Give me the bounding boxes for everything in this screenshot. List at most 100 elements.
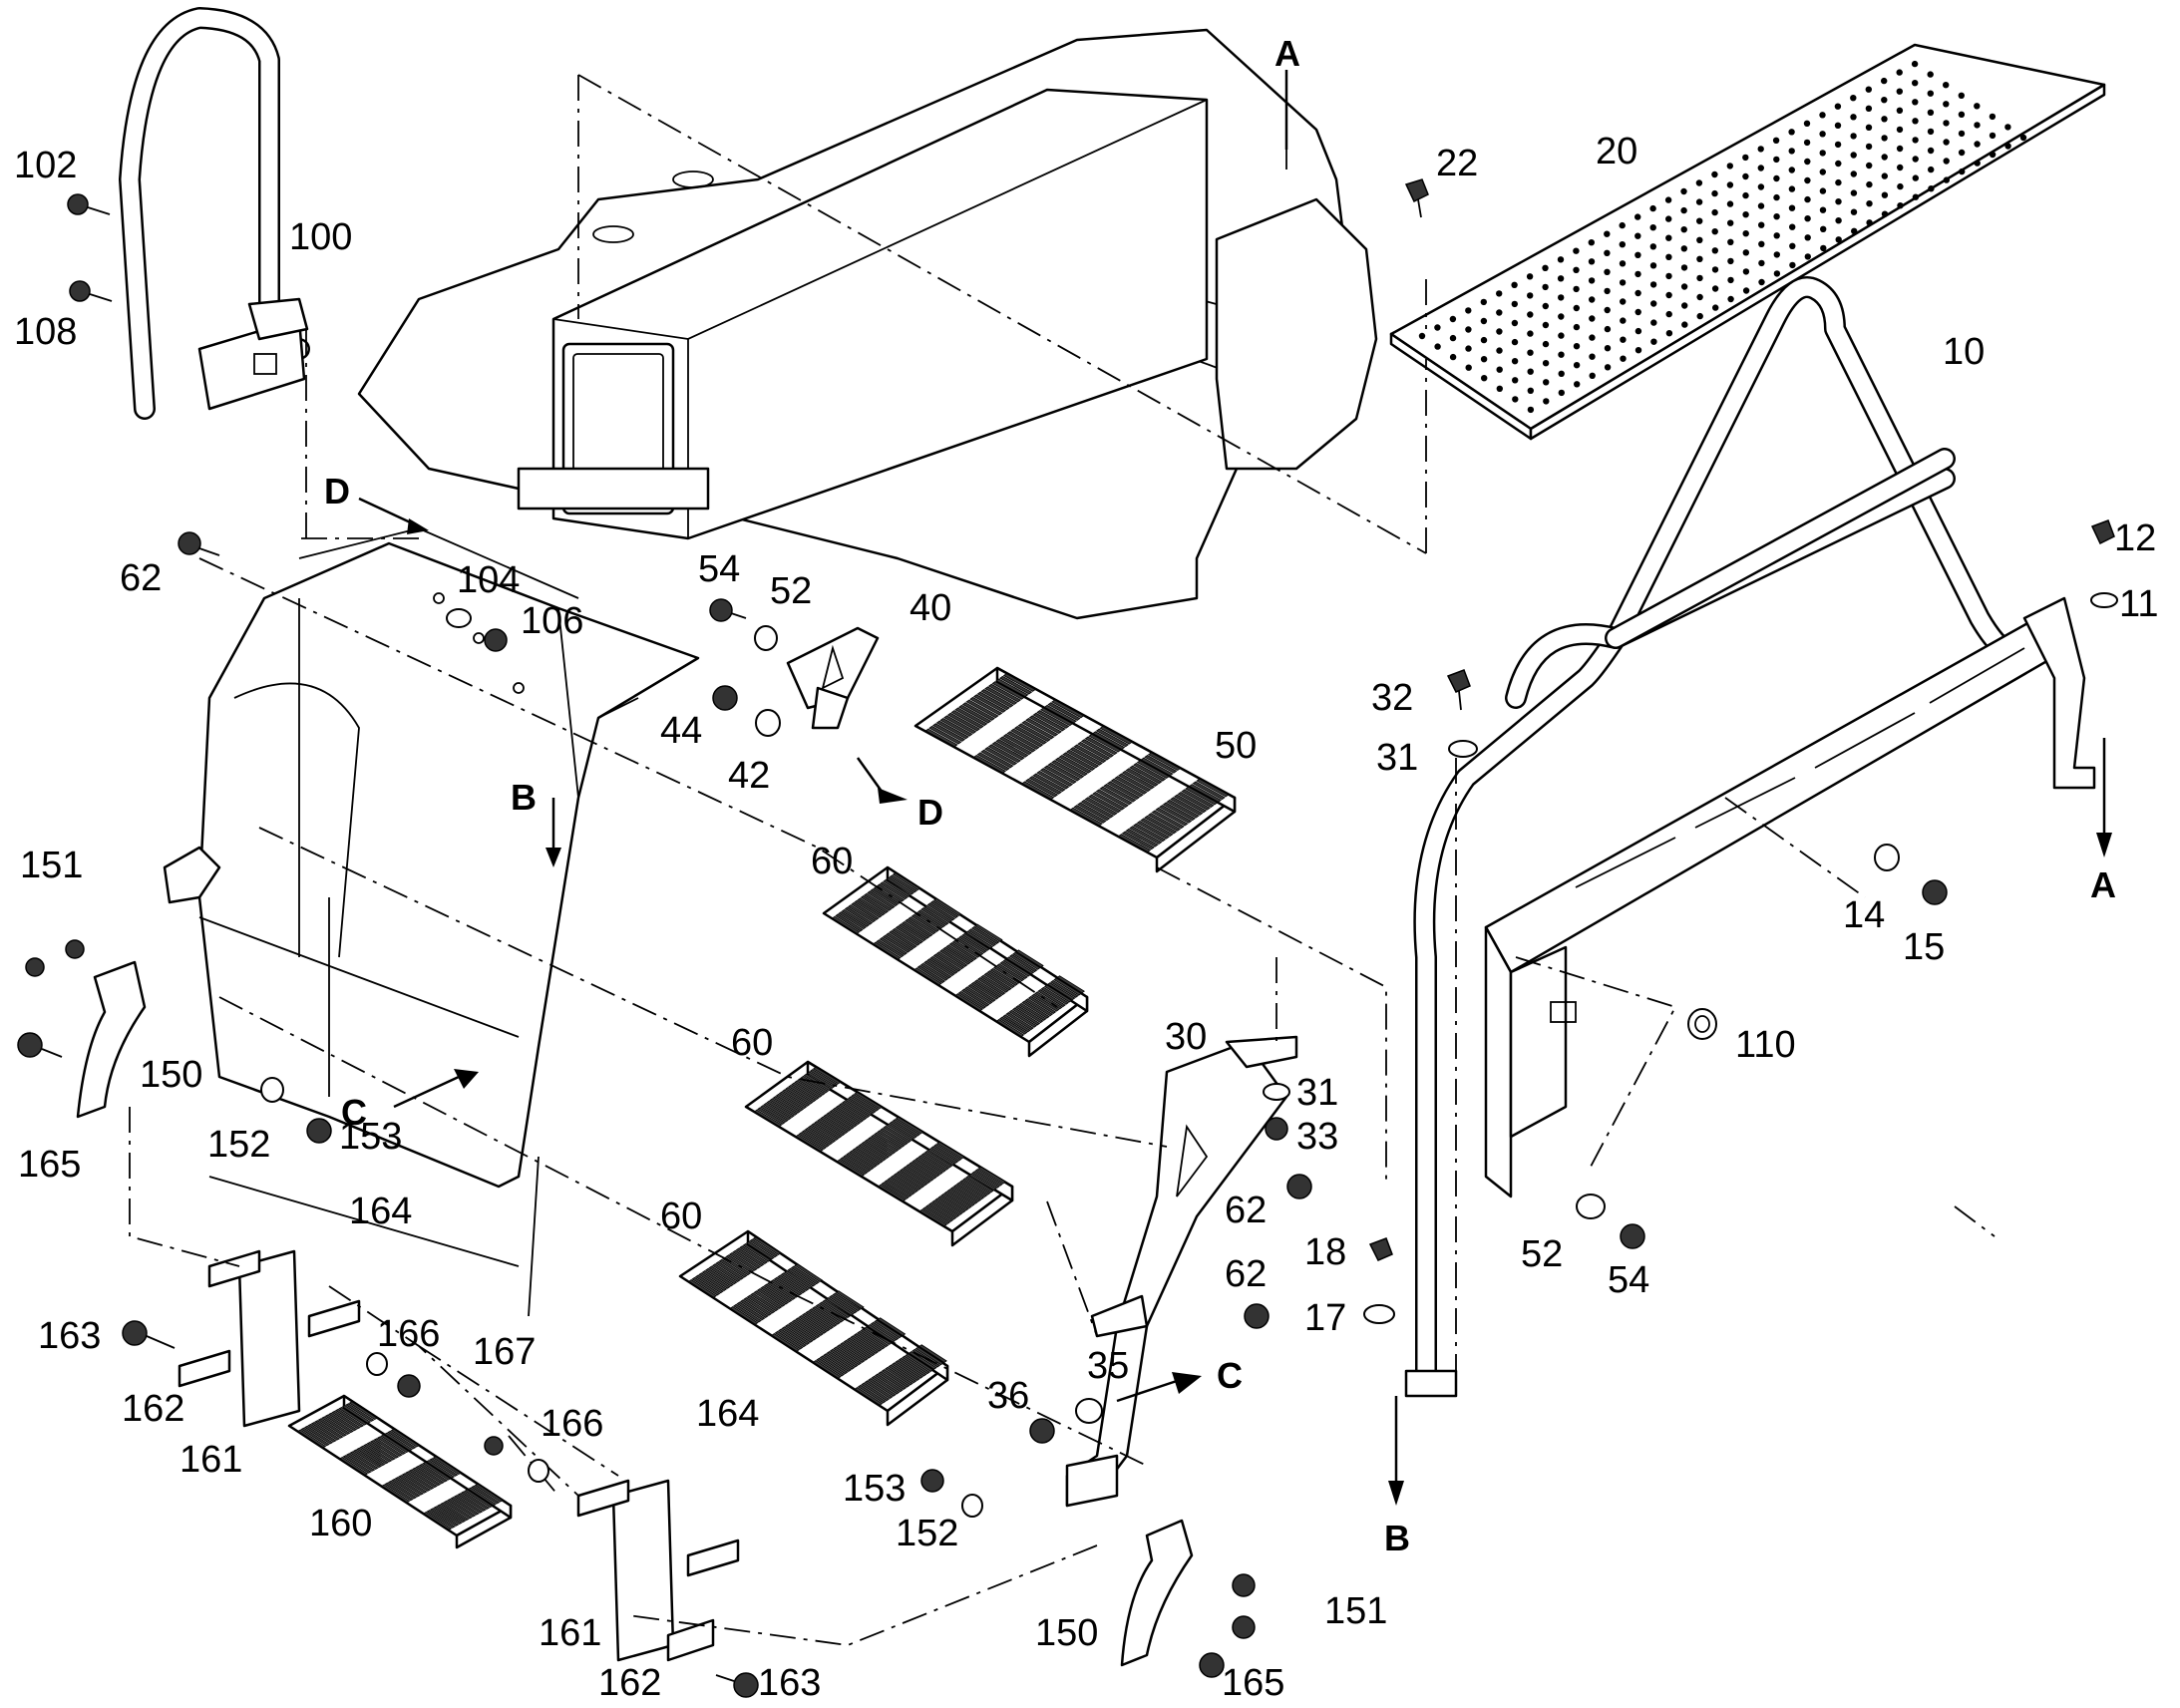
grating-cell: [940, 1193, 969, 1211]
grating-cell: [733, 1303, 762, 1323]
grating-cell: [983, 972, 1012, 991]
perforation-hole: [1665, 330, 1673, 337]
grating-cell: [826, 1112, 855, 1130]
grating-cell: [861, 1141, 891, 1160]
grating-cell: [965, 1175, 994, 1194]
perforation-hole: [1527, 292, 1534, 299]
perforation-hole: [1680, 226, 1687, 233]
grating-cell: [787, 1267, 817, 1287]
grating-cell: [1002, 733, 1036, 753]
grating-cell: [447, 1498, 477, 1518]
perforation-hole: [1758, 259, 1765, 267]
grating-cell: [1039, 768, 1074, 787]
perforation-hole: [1742, 211, 1749, 218]
grating-cell: [1009, 954, 1038, 973]
grating-cell: [1181, 789, 1215, 808]
grating-cell: [426, 1510, 456, 1529]
perforation-hole: [1819, 169, 1827, 175]
grating-cell: [839, 1157, 869, 1175]
washer-166-left: [366, 1352, 388, 1376]
label-163-left: 163: [38, 1315, 101, 1357]
perforation-hole: [1434, 343, 1441, 350]
perforation-hole: [1742, 172, 1749, 180]
step-160: [287, 1394, 513, 1549]
perforation-hole: [1465, 326, 1472, 333]
grating-cell: [961, 932, 990, 951]
label-12: 12: [2114, 517, 2156, 559]
perforation-hole: [1819, 206, 1827, 213]
perforation-hole: [1912, 137, 1919, 144]
perforation-hole: [1865, 86, 1873, 93]
perforation-hole: [1896, 145, 1904, 153]
grating-cell: [1043, 984, 1073, 1003]
grating-cell: [1002, 1014, 1031, 1033]
grating-cell: [864, 892, 893, 911]
perforation-hole: [1496, 328, 1503, 335]
grating-cell: [467, 1487, 497, 1507]
label-60-upper: 60: [811, 841, 853, 882]
grating-cell: [1185, 786, 1219, 806]
grating-cell: [934, 1197, 963, 1215]
grating-cell: [854, 899, 883, 918]
perforation-hole: [1819, 150, 1826, 157]
grating-cell: [1006, 731, 1040, 750]
grating-cell: [1121, 770, 1156, 790]
grating-cell: [725, 1254, 755, 1273]
grating-cell: [777, 1274, 807, 1294]
perforation-hole: [1635, 327, 1642, 335]
grating-cell: [929, 900, 959, 919]
perforation-hole: [2019, 134, 2027, 142]
perforation-hole: [1589, 353, 1596, 360]
grating-cell: [946, 712, 981, 732]
perforation-hole: [1664, 196, 1672, 203]
perforation-hole: [1927, 128, 1935, 136]
perforation-hole: [1789, 261, 1796, 269]
perforation-hole: [1588, 258, 1596, 265]
perforation-hole: [1620, 355, 1627, 362]
grating-cell: [1032, 712, 1066, 732]
label-14: 14: [1843, 894, 1885, 936]
perforation-hole: [1711, 285, 1719, 292]
grating-cell: [952, 1184, 982, 1202]
perforation-hole: [1635, 251, 1641, 258]
perforation-hole: [1789, 223, 1796, 230]
perforation-hole: [1819, 112, 1826, 119]
grating-cell: [321, 1416, 351, 1436]
perforation-hole: [1696, 236, 1703, 243]
grating-cell: [958, 935, 987, 954]
perforation-hole: [1711, 266, 1719, 273]
perforation-hole: [1804, 234, 1811, 241]
grating-cell: [788, 1084, 817, 1103]
perforation-pattern: [1418, 60, 2027, 414]
grating-cell: [1054, 757, 1088, 777]
grating-cell: [1088, 794, 1122, 814]
perforation-hole: [1558, 313, 1565, 320]
grating-cell: [745, 1240, 775, 1260]
grating-cell: [1017, 723, 1051, 742]
perforation-hole: [1788, 129, 1795, 136]
label-150-right: 150: [1035, 1612, 1098, 1654]
grating-cell: [390, 1428, 420, 1448]
grating-cell: [1043, 765, 1077, 785]
grating-cell: [698, 1272, 728, 1291]
grating-cell: [850, 1335, 880, 1354]
grating-cell: [1053, 977, 1082, 996]
nut-153-left: [306, 1118, 332, 1144]
grating-cell: [1151, 810, 1185, 830]
label-35: 35: [1087, 1345, 1129, 1387]
grating-cell: [1011, 1007, 1041, 1026]
grating-cell: [415, 1465, 445, 1485]
perforation-hole: [1850, 152, 1857, 159]
perforation-hole: [1573, 285, 1580, 293]
perforation-hole: [1896, 107, 1904, 115]
grating-cell: [854, 1091, 883, 1110]
grating-cell: [958, 1180, 988, 1197]
grating-cell: [864, 1380, 894, 1399]
perforation-hole: [1804, 253, 1812, 260]
grating-cell: [757, 1107, 786, 1125]
grating-cell: [910, 913, 939, 932]
grating-cell: [1002, 958, 1031, 977]
grating-cell: [440, 1502, 470, 1522]
washer-14: [1874, 844, 1900, 871]
washer-31-mid: [1263, 1083, 1290, 1101]
